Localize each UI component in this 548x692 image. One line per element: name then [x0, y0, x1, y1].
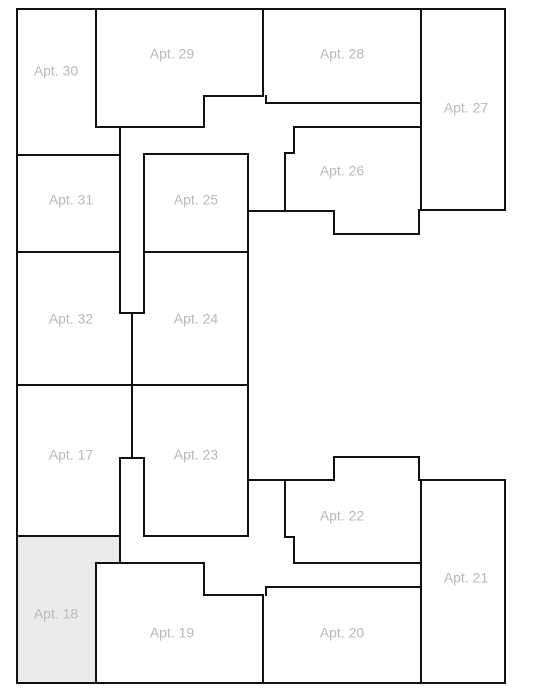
unit-apt-21[interactable] — [421, 480, 506, 683]
wall-22-north — [284, 456, 420, 481]
unit-apt-20[interactable] — [263, 587, 421, 683]
unit-apt-30[interactable] — [17, 9, 120, 155]
wall-26-outline — [247, 126, 422, 212]
unit-apt-17[interactable] — [17, 385, 132, 536]
wall-north-block — [95, 8, 506, 211]
wall-28-corridor — [265, 95, 422, 104]
wall-20-corridor — [265, 586, 422, 596]
wall-29-corridor — [95, 8, 264, 128]
unit-apt-27[interactable] — [421, 9, 506, 210]
unit-apt-18[interactable] — [17, 536, 120, 683]
unit-apt-19[interactable] — [96, 563, 263, 683]
unit-apt-22[interactable] — [285, 457, 421, 563]
unit-apt-31[interactable] — [17, 155, 120, 252]
unit-apt-28[interactable] — [263, 9, 421, 103]
unit-apt-32[interactable] — [17, 252, 132, 385]
unit-apt-24[interactable] — [132, 252, 248, 385]
wall-22-outline — [247, 479, 422, 564]
unit-apt-26[interactable] — [285, 127, 421, 234]
unit-apt-29[interactable] — [96, 9, 263, 128]
unit-fills — [17, 9, 506, 683]
wall-outer-west — [16, 8, 97, 684]
unit-apt-23[interactable] — [132, 385, 248, 536]
wall-19-corridor — [95, 562, 264, 596]
wall-26-south — [284, 209, 420, 235]
walls — [16, 8, 506, 684]
wall-south-block — [95, 479, 506, 684]
wall-corridor-east-north — [131, 153, 249, 537]
unit-apt-25[interactable] — [144, 154, 248, 252]
